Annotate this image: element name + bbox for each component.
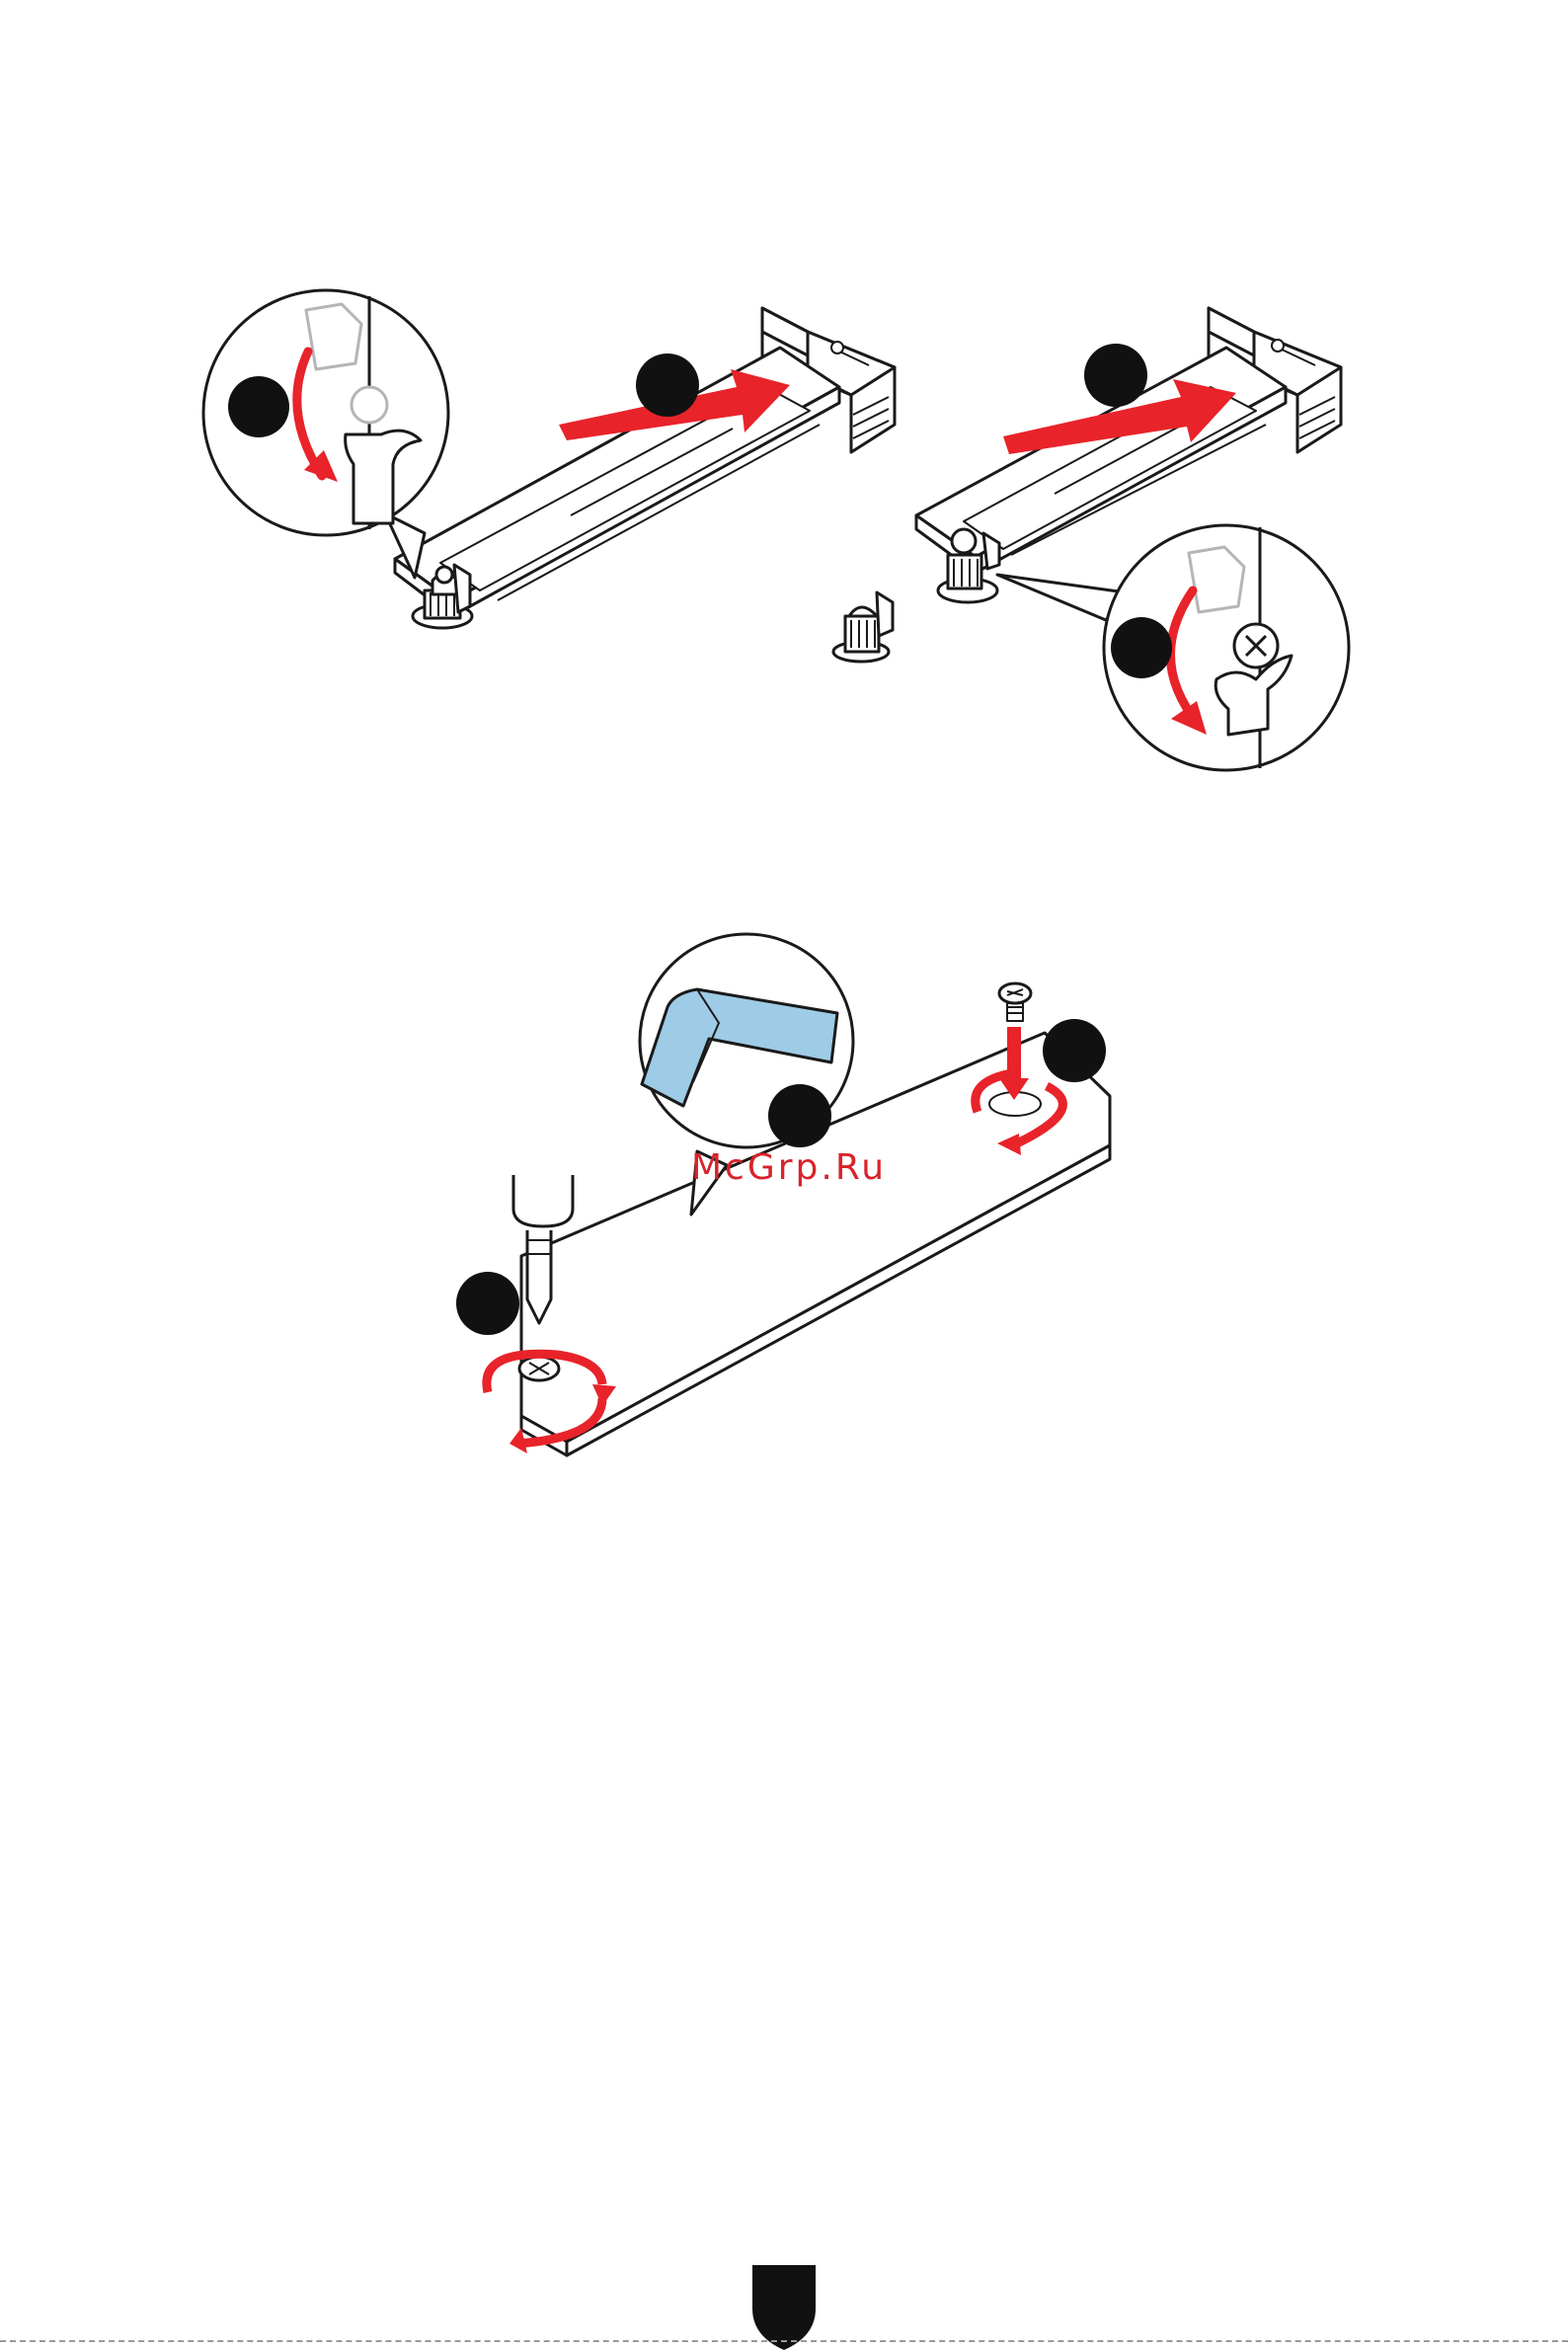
figure-m2-slot-left (203, 290, 895, 628)
figure-heatsink-install (456, 934, 1110, 1455)
step-marker-1 (768, 1084, 831, 1147)
step-marker-2 (636, 353, 699, 417)
step-marker-1 (228, 376, 289, 437)
page-edge-line (0, 2340, 1568, 2342)
watermark-text: McGrp.Ru (691, 1147, 887, 1188)
step-marker-2 (1084, 344, 1147, 407)
figure-m2-slot-right (833, 308, 1349, 770)
zoom-callout-right (997, 525, 1349, 770)
step-marker-3 (456, 1272, 519, 1335)
step-marker-1 (1111, 617, 1172, 678)
standoff-loose (833, 592, 893, 662)
shield-logo-icon (752, 2265, 816, 2350)
screw-top (999, 983, 1031, 1021)
step-marker-2 (1043, 1019, 1106, 1082)
zoom-callout-left (203, 290, 448, 578)
